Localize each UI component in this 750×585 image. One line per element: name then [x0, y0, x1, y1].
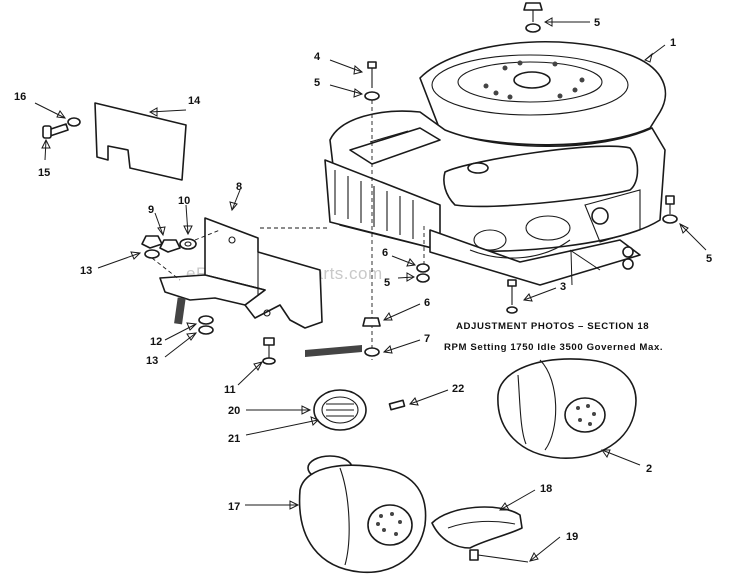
- callout-18: 18: [540, 483, 552, 495]
- muffler-deflector: [313, 389, 367, 431]
- screw-15: [42, 117, 81, 139]
- callout-10: 10: [178, 195, 190, 207]
- callout-17: 17: [228, 501, 240, 513]
- adjustment-note: ADJUSTMENT PHOTOS – SECTION 18: [456, 321, 649, 332]
- nut-13: [141, 235, 163, 249]
- callout-22: 22: [452, 383, 464, 395]
- nut-9: [159, 239, 181, 253]
- callout-6-lower: 6: [424, 297, 430, 309]
- callout-12: 12: [150, 336, 162, 348]
- muffler-17: [298, 455, 427, 574]
- cover-plate: [94, 102, 187, 181]
- callout-8: 8: [236, 181, 242, 193]
- callout-13-lower: 13: [146, 355, 158, 367]
- callout-4: 4: [314, 51, 321, 63]
- engine-assembly: [324, 40, 667, 286]
- callout-14: 14: [188, 95, 201, 107]
- callout-3: 3: [560, 281, 566, 293]
- callout-5-mid: 5: [384, 277, 390, 289]
- mounting-bracket: [159, 217, 323, 329]
- callout-1: 1: [670, 37, 676, 49]
- callout-11: 11: [224, 384, 236, 396]
- washer-10: [179, 238, 197, 250]
- callout-5-left: 5: [314, 77, 320, 89]
- rpm-note: RPM Setting 1750 Idle 3500 Governed Max.: [444, 342, 663, 353]
- callout-13-upper: 13: [80, 265, 92, 277]
- muffler-2: [497, 358, 637, 459]
- leader-lines: [34, 17, 707, 562]
- callout-9: 9: [148, 204, 154, 216]
- callout-5-right: 5: [706, 253, 712, 265]
- callout-7: 7: [424, 333, 430, 345]
- callout-21: 21: [228, 433, 240, 445]
- callout-5-top: 5: [594, 17, 600, 29]
- callout-2: 2: [646, 463, 652, 475]
- callout-20: 20: [228, 405, 240, 417]
- callout-16: 16: [14, 91, 26, 103]
- deflector-18: [431, 506, 523, 549]
- callout-numbers: 1 2 3 4 5 5 5 5 6 6 7 8 9 10 11 12 13 13…: [14, 17, 712, 543]
- callout-19: 19: [566, 531, 578, 543]
- callout-15: 15: [38, 167, 50, 179]
- callout-6-upper: 6: [382, 247, 388, 259]
